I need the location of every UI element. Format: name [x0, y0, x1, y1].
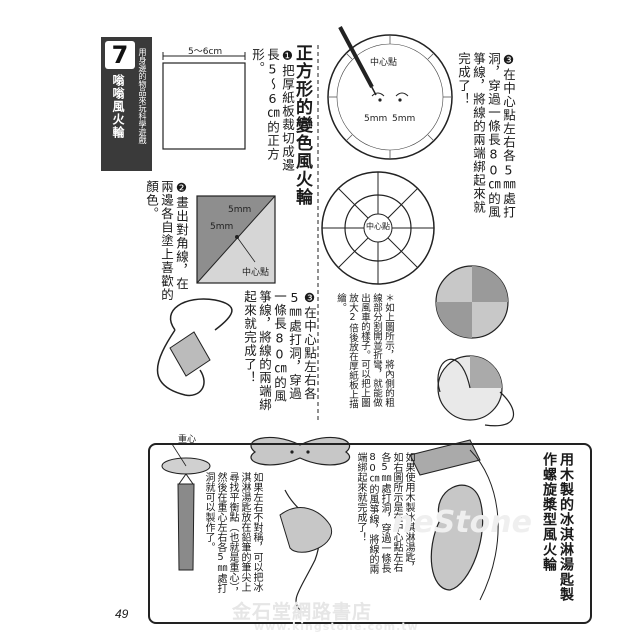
paper-square: [162, 62, 246, 150]
spoon-section-text2: 如果左右不對稱，可以把冰淇淋湯匙放在鉛筆的筆尖上尋找平衡點（也就是重心），然後在…: [203, 472, 262, 597]
mm-label-c: 5mm: [364, 114, 388, 124]
step3-circle-text: ❸在中心點左右各5㎜處打洞，穿過一條長80㎝的風箏線，將線的兩端綁起來就完成了！: [456, 52, 516, 219]
step2-text: ❷畫出對角線，在兩邊各自塗上喜歡的顏色。: [144, 180, 189, 302]
spoon-section-text1: 如果使用木製冰淇淋湯匙，如右圖所示是在中心點左右各5㎜處打洞，穿過一條長80㎝的…: [355, 452, 414, 574]
center-circle-diagram: [327, 26, 453, 160]
step3-square-text: ❸在中心點左右各5㎜處打洞，穿過一條長80㎝的風箏線，將線的兩端綁起來就完成了！: [242, 290, 317, 412]
diagonal-square: [196, 195, 276, 284]
page-number: 49: [115, 607, 129, 621]
watermark-line1: 金石堂網路書店: [232, 601, 373, 623]
watermark-line2: www.kingstone.com.tw: [254, 620, 419, 633]
chapter-number: 7: [105, 41, 135, 69]
pencil-balance-figure: [161, 443, 211, 571]
mm-label-b: 5mm: [210, 222, 234, 232]
size-label: 5～6cm: [188, 47, 223, 57]
watermark-ghost: neStone: [392, 505, 532, 540]
step1-text: ❶把厚紙板裁切成邊長5～6㎝的正方形。: [250, 48, 295, 172]
color-wheel-toy: [435, 265, 515, 427]
wheel-pattern-diagram: [321, 171, 435, 285]
gravity-label: 重心: [178, 435, 197, 445]
spoon-section-frame: [148, 443, 592, 624]
section-heading-square: 正方形的變色風火輪: [292, 44, 312, 206]
chapter-title: 嗡嗡風火輪: [111, 74, 125, 139]
center-label-square: 中心點: [242, 268, 270, 278]
mm-label-a: 5mm: [228, 205, 252, 215]
chapter-subtitle: 用身邊的物品來玩科學遊戲: [138, 48, 147, 144]
mm-label-d: 5mm: [392, 114, 416, 124]
center-label-wheel: 中心點: [366, 222, 390, 231]
center-label-circle: 中心點: [370, 58, 398, 68]
spoon-closeup-figure: [409, 439, 499, 601]
spoon-section-heading: 用木製的冰淇淋湯匙製作螺旋槳型風火輪: [541, 452, 574, 602]
square-spinner-toy: [156, 298, 233, 397]
circle-note: ＊如上圖所示，將內側的粗線部分割開並折彎，就能做出風車的樣子。可以把上圖放大2倍…: [335, 293, 394, 409]
